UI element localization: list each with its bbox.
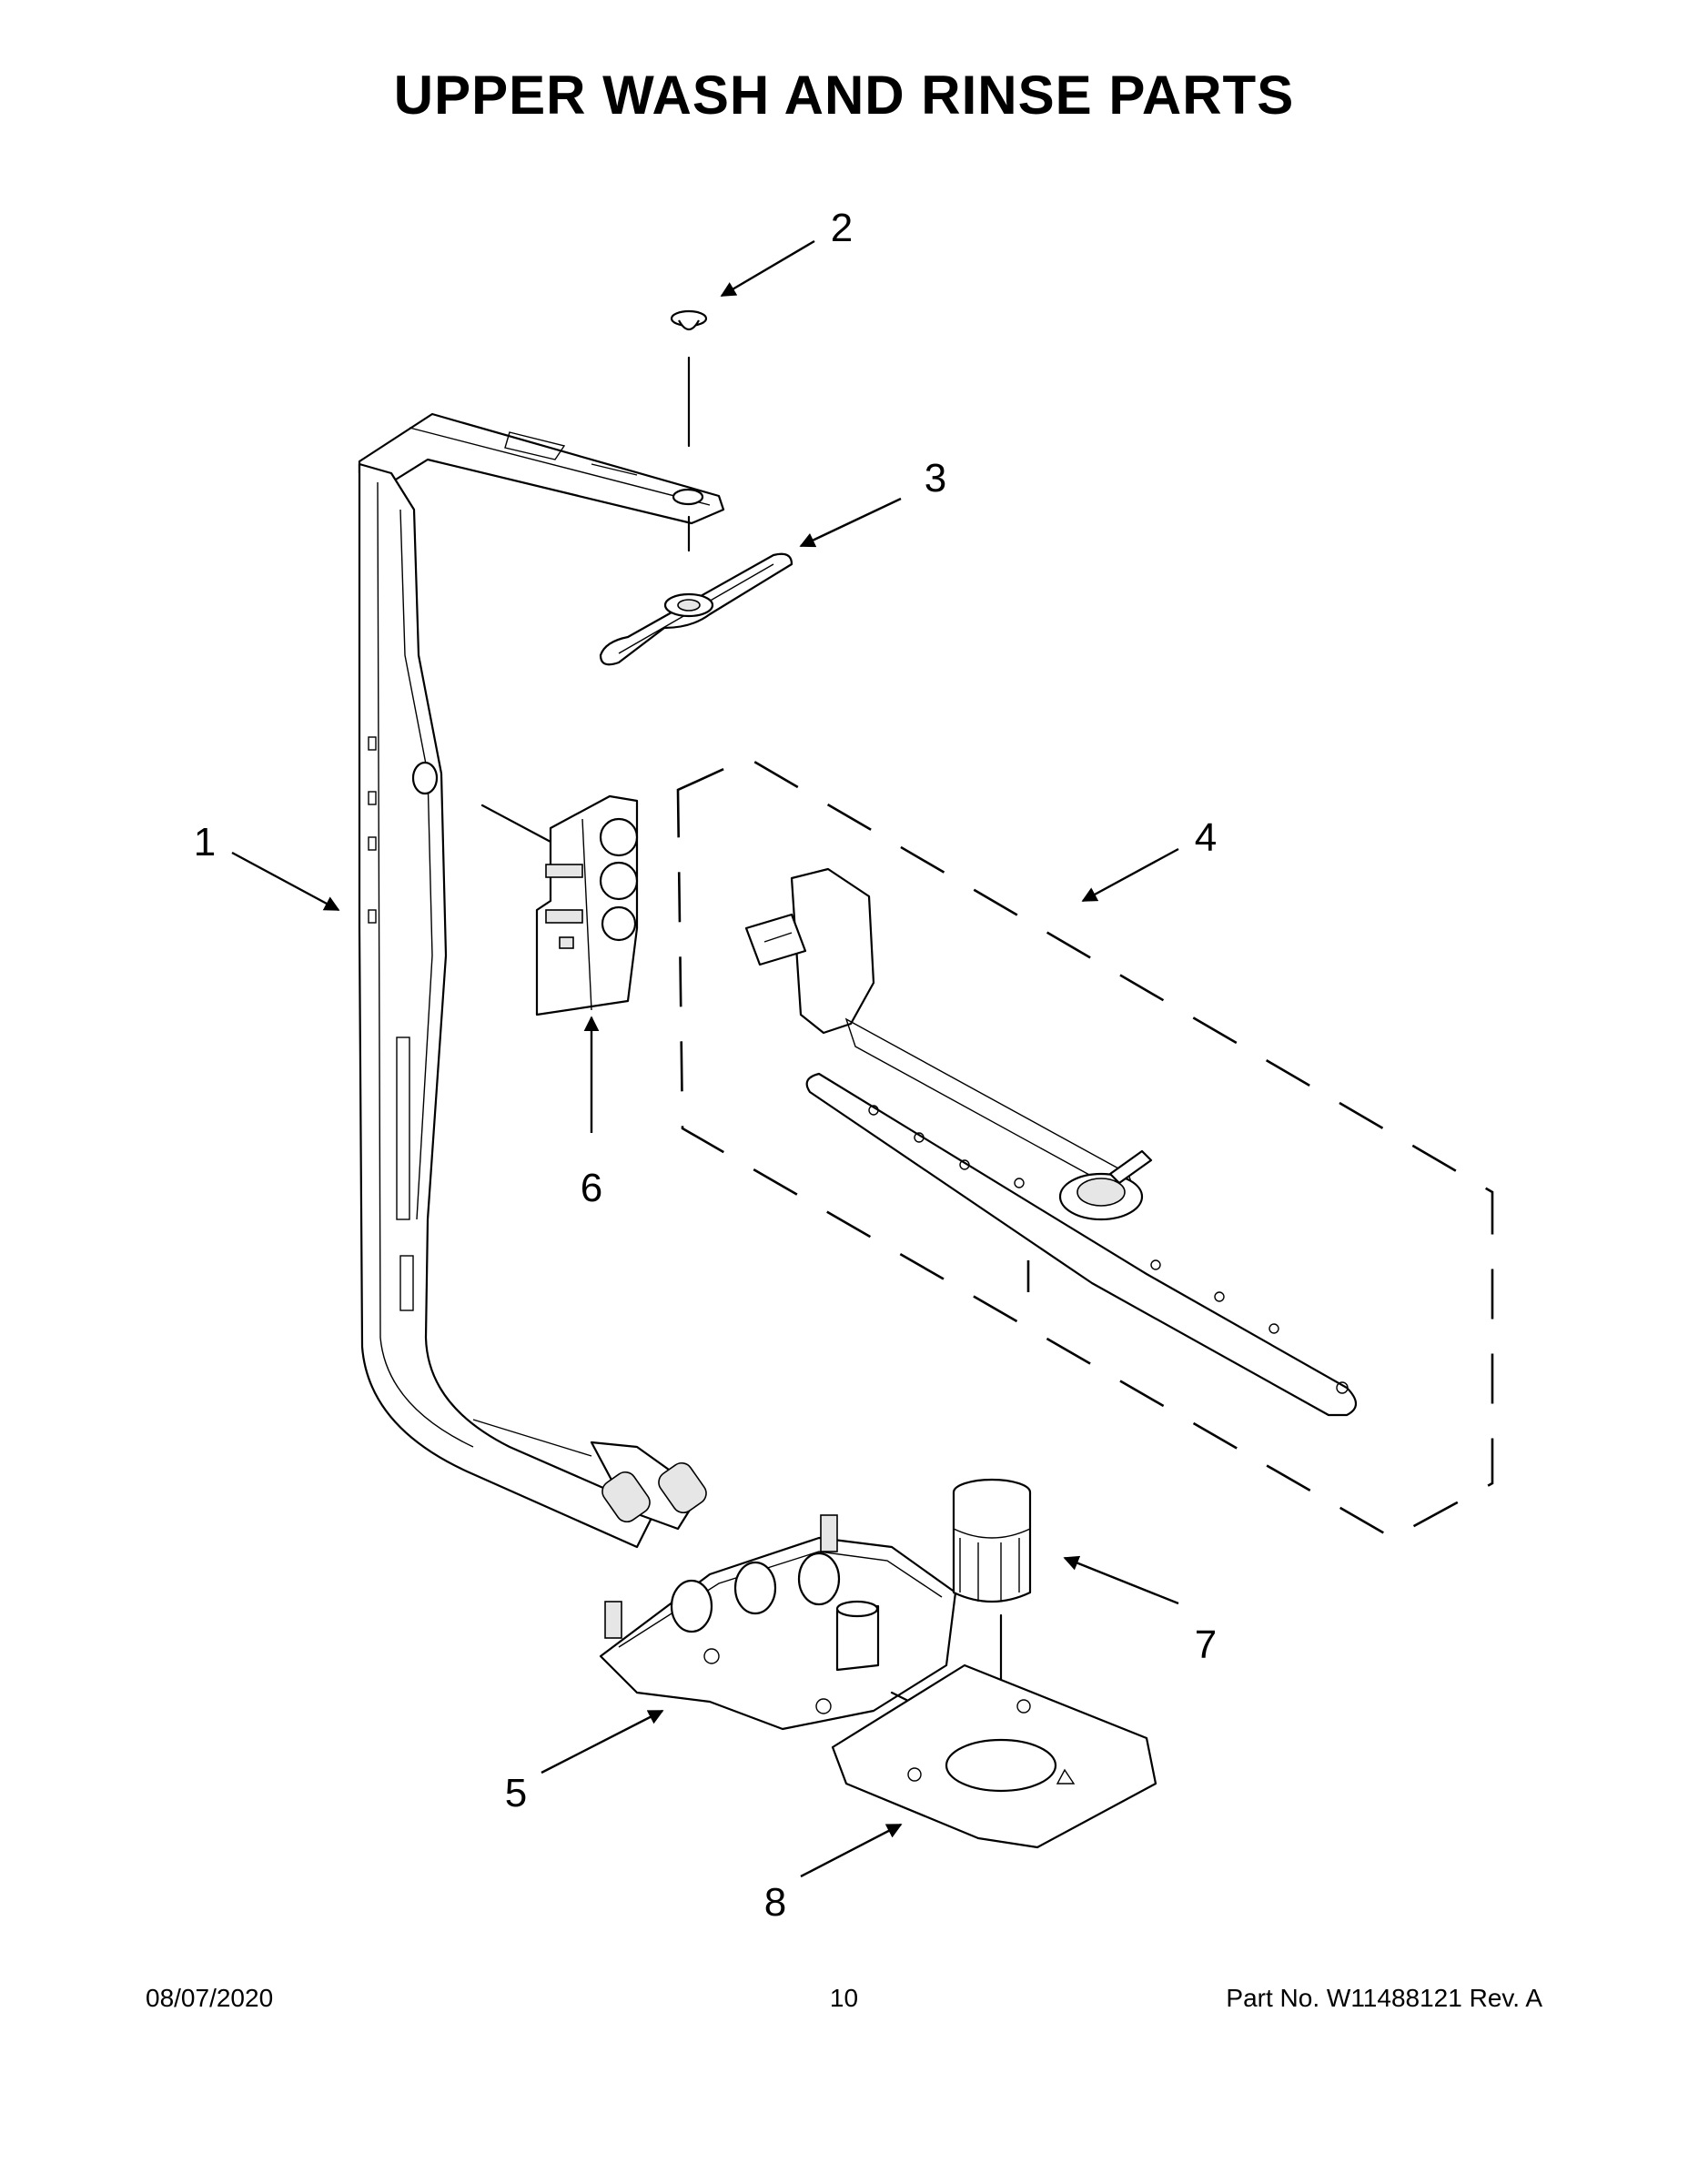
callout-6: 6 <box>581 1166 602 1210</box>
part-4-assembly-outline <box>676 756 1494 1540</box>
footer-page-number: 10 <box>829 1984 859 2012</box>
footer-date: 08/07/2020 <box>146 1984 274 2012</box>
callout-2: 2 <box>831 206 853 250</box>
part-4-lower-spray-arm <box>744 867 1358 1417</box>
part-7-filter <box>952 1478 1032 1785</box>
part-3-spray-arm <box>599 552 793 666</box>
part-5-sump <box>599 1514 957 1731</box>
part-6-diverter <box>480 794 639 1016</box>
callout-8: 8 <box>764 1880 786 1925</box>
callout-arrows <box>231 239 1179 1878</box>
part-2-cap <box>670 309 708 448</box>
callout-3: 3 <box>925 456 946 500</box>
callout-1: 1 <box>194 820 216 864</box>
callout-4: 4 <box>1195 815 1217 860</box>
page-title: UPPER WASH AND RINSE PARTS <box>393 65 1295 126</box>
part-1-wash-tube <box>358 412 725 1549</box>
footer-part-number: Part No. W11488121 Rev. A <box>1226 1984 1542 2012</box>
callout-5: 5 <box>505 1771 527 1815</box>
callout-7: 7 <box>1195 1623 1217 1667</box>
part-8-plate <box>831 1663 1157 1849</box>
